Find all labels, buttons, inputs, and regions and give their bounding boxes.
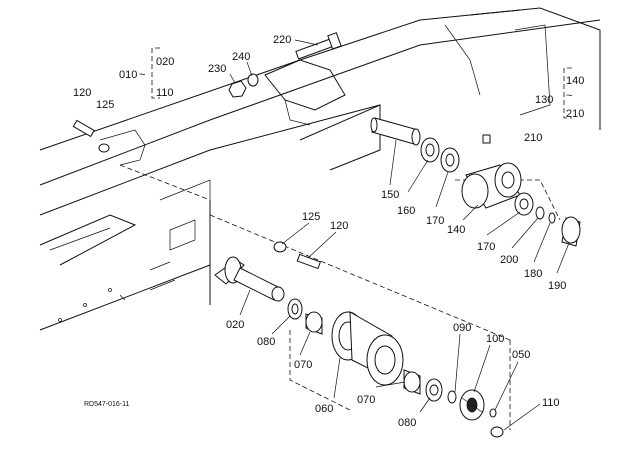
part-100-cover <box>459 389 485 421</box>
label-050: 050 <box>512 349 530 361</box>
part-110-ring <box>490 426 504 438</box>
label-140: 140 <box>447 224 465 236</box>
label-170-b: 170 <box>477 241 495 253</box>
label-020: 020 <box>226 319 244 331</box>
part-020-shaft <box>214 256 285 302</box>
part-080-seal-a <box>287 298 303 320</box>
label-160: 160 <box>397 205 415 217</box>
label-130-range-from: 140 <box>566 75 584 87</box>
label-190: 190 <box>548 280 566 292</box>
part-060-roller <box>331 311 404 386</box>
part-125-washer-top <box>98 143 110 153</box>
part-210-plug <box>482 134 491 144</box>
label-125-top: 125 <box>96 99 114 111</box>
bracket-130 <box>563 67 572 119</box>
label-220: 220 <box>273 34 291 46</box>
label-070-a: 070 <box>294 359 312 371</box>
part-160-seal <box>420 137 440 163</box>
label-200: 200 <box>500 254 518 266</box>
label-125-mid: 125 <box>302 211 320 223</box>
label-010-range-tilde: ~ <box>139 69 145 81</box>
part-140-housing <box>461 162 522 209</box>
label-090: 090 <box>453 322 471 334</box>
label-080-b: 080 <box>398 417 416 429</box>
label-080-a: 080 <box>257 336 275 348</box>
part-170-bearing-a <box>440 147 460 173</box>
part-240-washer <box>247 73 259 87</box>
part-070-bush-a <box>305 311 323 335</box>
part-150-shaft <box>370 117 421 146</box>
assembly-guide-lines <box>119 164 561 430</box>
leader-lines <box>229 39 570 431</box>
label-150: 150 <box>381 189 399 201</box>
bracket-010 <box>151 47 160 99</box>
label-240: 240 <box>232 51 250 63</box>
part-170-bearing-b <box>514 192 534 216</box>
part-090-o-ring <box>447 390 457 404</box>
part-120-bolt-top <box>72 119 95 138</box>
part-120-bolt-mid <box>296 253 322 270</box>
label-070-b: 070 <box>357 394 375 406</box>
label-180: 180 <box>524 268 542 280</box>
diagram-code: RD547-016-11 <box>84 401 130 408</box>
label-210: 210 <box>524 132 542 144</box>
part-200-washer <box>535 206 545 220</box>
track-frame <box>39 7 601 331</box>
label-010-range-from: 020 <box>156 56 174 68</box>
label-130-range-tilde: ~ <box>566 90 572 102</box>
part-220-bolt <box>295 32 342 60</box>
part-125-washer-mid <box>273 241 287 253</box>
part-080-seal-b <box>425 378 443 402</box>
part-050-plug <box>489 408 497 418</box>
label-010: 010 <box>119 69 137 81</box>
label-120-mid: 120 <box>330 220 348 232</box>
label-130-range-to: 210 <box>566 108 584 120</box>
label-060: 060 <box>315 403 333 415</box>
label-120-top: 120 <box>73 87 91 99</box>
part-190-cap <box>561 216 581 247</box>
part-230-nut <box>228 80 247 98</box>
label-230: 230 <box>208 63 226 75</box>
part-070-bush-b <box>403 369 421 395</box>
label-170-a: 170 <box>426 215 444 227</box>
label-010-range-to: 110 <box>156 87 174 99</box>
part-180-circlip <box>548 212 556 224</box>
label-110: 110 <box>542 397 560 409</box>
label-130: 130 <box>535 94 553 106</box>
label-100: 100 <box>486 333 504 345</box>
